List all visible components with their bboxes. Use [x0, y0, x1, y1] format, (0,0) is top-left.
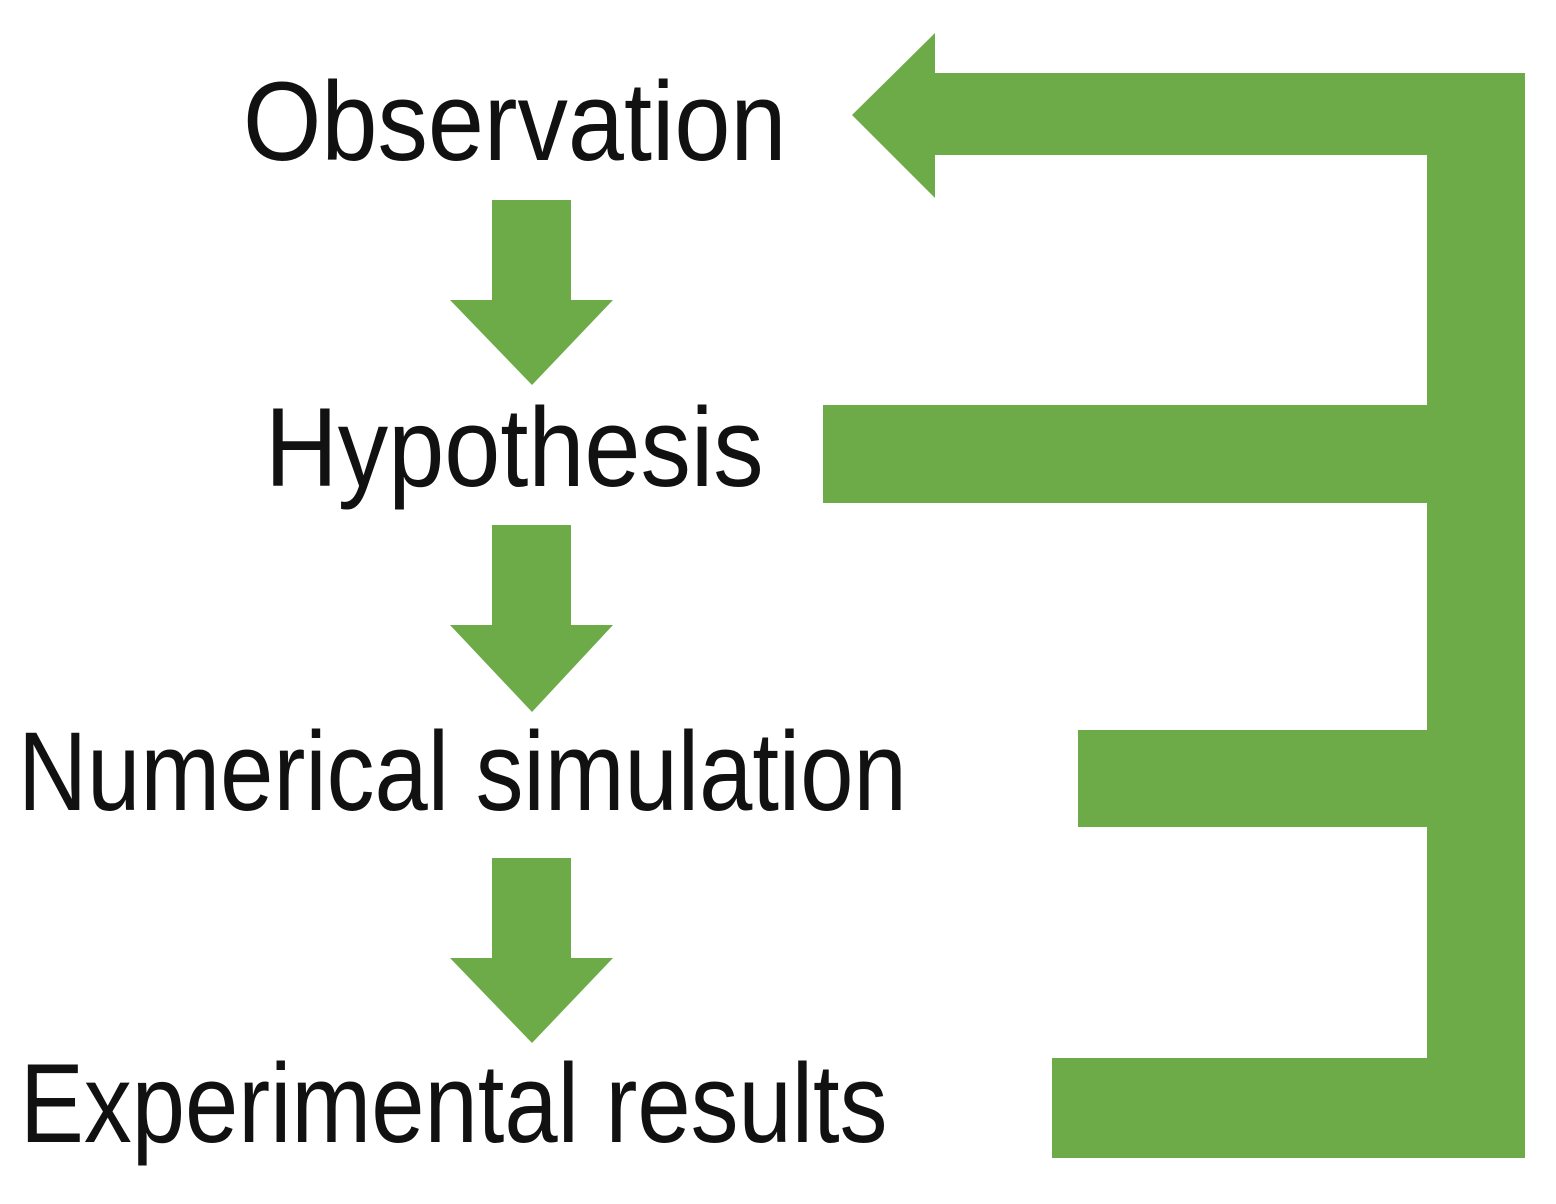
feedback-arrow-head-icon: [852, 33, 935, 198]
stage-label-experimental-results: Experimental results: [20, 1041, 888, 1166]
feedback-bus-vertical-bar: [1427, 73, 1525, 1158]
down-arrow-numerical-simulation-to-experimental-results-icon: [450, 858, 613, 1043]
down-arrow-observation-to-hypothesis-icon: [450, 200, 613, 385]
feedback-arrow-shaft: [932, 73, 1427, 155]
stage-label-hypothesis: Hypothesis: [265, 385, 764, 510]
down-arrow-hypothesis-to-numerical-simulation-icon: [450, 525, 613, 712]
stage-label-numerical-simulation: Numerical simulation: [18, 709, 907, 834]
stage-label-observation: Observation: [243, 59, 787, 184]
numerical-simulation-branch-bar: [1078, 730, 1433, 827]
hypothesis-branch-bar: [823, 405, 1433, 503]
experimental-results-branch-bar: [1052, 1058, 1433, 1158]
